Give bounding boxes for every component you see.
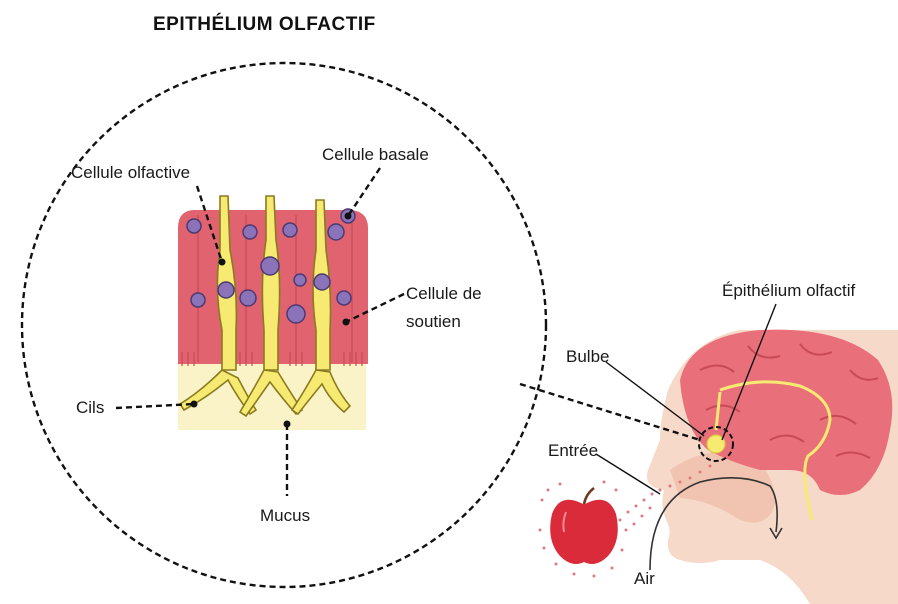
label-epithelium-olfactif: Épithélium olfactif [722,281,856,300]
apple [550,488,618,564]
label-cellule-olfactive: Cellule olfactive [71,163,190,182]
label-cils: Cils [76,398,104,417]
leader-cellule-basale [348,168,380,216]
head-profile [647,330,898,604]
dot-cellule-basale [345,213,352,220]
label-air: Air [634,569,655,588]
label-cellule-de-soutien-1: Cellule de [406,284,482,303]
diagram-title: EPITHÉLIUM OLFACTIF [153,13,376,35]
dot-cils [191,401,198,408]
label-cellule-de-soutien-2: soutien [406,312,461,331]
apple-body [550,500,618,564]
label-entree: Entrée [548,441,598,460]
dot-mucus [284,421,291,428]
label-cellule-basale: Cellule basale [322,145,429,164]
label-mucus: Mucus [260,506,310,525]
dot-cellule-de-soutien [343,319,350,326]
label-bulbe: Bulbe [566,347,609,366]
dot-cellule-olfactive [219,259,226,266]
epithelium-block [178,196,368,430]
